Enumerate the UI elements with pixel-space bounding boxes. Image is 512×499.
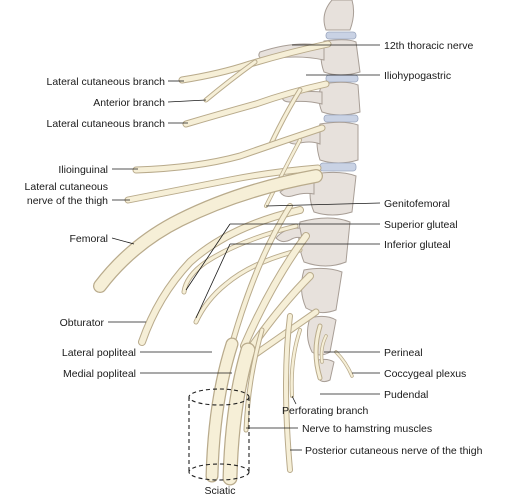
label-obturator: Obturator xyxy=(60,317,105,329)
nerve-bundle xyxy=(93,40,354,486)
label-12th-thoracic-nerve: 12th thoracic nerve xyxy=(384,40,473,52)
label-inferior-gluteal: Inferior gluteal xyxy=(384,239,451,251)
label-medial-popliteal: Medial popliteal xyxy=(63,368,136,380)
label-iliohypogastric: Iliohypogastric xyxy=(384,70,451,82)
label-lateral-cutaneous-thigh-line2: nerve of the thigh xyxy=(27,195,108,207)
label-nerve-to-hamstring: Nerve to hamstring muscles xyxy=(302,423,432,435)
label-genitofemoral: Genitofemoral xyxy=(384,198,450,210)
label-perineal: Perineal xyxy=(384,347,423,359)
label-lateral-cutaneous-thigh-line1: Lateral cutaneous xyxy=(25,181,108,193)
label-superior-gluteal: Superior gluteal xyxy=(384,219,458,231)
vertebral-column xyxy=(258,0,361,383)
label-anterior-branch: Anterior branch xyxy=(93,97,165,109)
label-ilioinguinal: Ilioinguinal xyxy=(58,164,108,176)
label-pudendal: Pudendal xyxy=(384,389,428,401)
label-femoral: Femoral xyxy=(69,233,108,245)
label-lateral-cutaneous-branch-2: Lateral cutaneous branch xyxy=(47,118,166,130)
label-lateral-cutaneous-branch-1: Lateral cutaneous branch xyxy=(47,76,166,88)
label-perforating-branch: Perforating branch xyxy=(282,405,369,417)
label-posterior-cutaneous-thigh: Posterior cutaneous nerve of the thigh xyxy=(305,445,483,457)
sciatic-cut-section xyxy=(188,388,250,481)
leader-lines xyxy=(108,44,381,451)
label-coccygeal-plexus: Coccygeal plexus xyxy=(384,368,466,380)
label-lateral-popliteal: Lateral popliteal xyxy=(62,347,136,359)
labels: 12th thoracic nerve Iliohypogastric Late… xyxy=(25,40,483,497)
label-sciatic: Sciatic xyxy=(205,485,236,497)
